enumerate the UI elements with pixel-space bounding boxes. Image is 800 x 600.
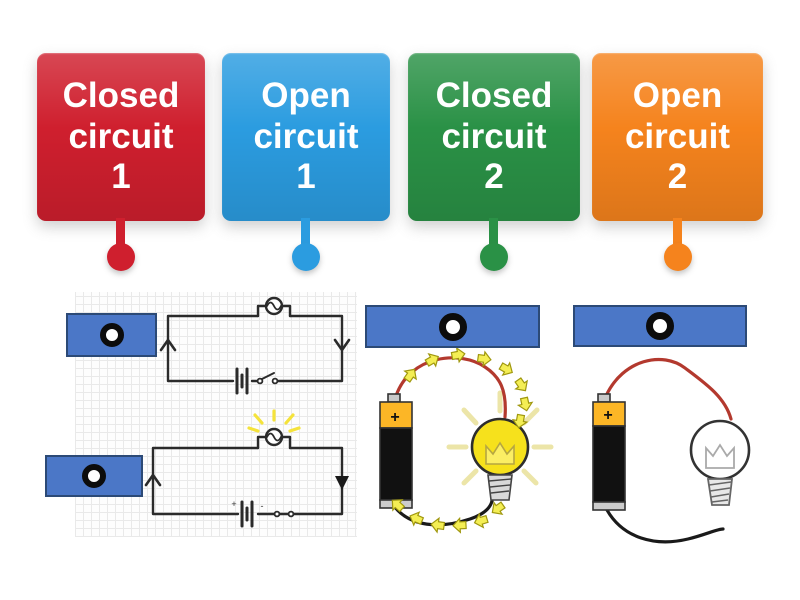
bulb-screw-base (487, 474, 513, 501)
card-label: Closed circuit 1 (62, 75, 180, 197)
battery-icon: + (592, 393, 626, 511)
battery-minus-label: - (261, 501, 264, 511)
unlit-circuit-image: + (592, 357, 751, 544)
current-arrow-down (333, 338, 351, 352)
schematic-open-circuit (159, 296, 351, 395)
bulb-mount (256, 435, 292, 450)
battery-symbol-icon (235, 367, 249, 395)
card-pin-stem (116, 218, 125, 248)
card-label: Open circuit 1 (253, 75, 359, 197)
circuit-schematic-svg: + - (144, 296, 351, 528)
bulb-glow-rays (247, 409, 301, 433)
schematic-closed-circuit: + - (144, 409, 349, 528)
drop-zone-diagram-open[interactable] (66, 313, 157, 357)
card-pin-stem (489, 218, 498, 248)
target-ring[interactable] (82, 464, 106, 488)
wire (166, 314, 344, 383)
battery-plus-label: + (390, 409, 399, 426)
black-wire (392, 499, 494, 527)
bulb-filament (705, 443, 735, 469)
lit-bulb-icon (470, 417, 530, 501)
battery-plus-label: + (603, 407, 612, 424)
drop-zone-diagram-closed[interactable] (45, 455, 143, 497)
card-label: Open circuit 2 (624, 75, 731, 197)
card-pin-head (480, 243, 508, 271)
red-wire (604, 357, 733, 421)
black-wire-disconnected (605, 508, 725, 544)
battery-symbol-icon (240, 500, 254, 528)
card-pin-head (292, 243, 320, 271)
lit-circuit-image: + (379, 346, 554, 534)
unlit-bulb-icon (689, 419, 751, 506)
card-open-circuit-2[interactable]: Open circuit 2 (592, 53, 763, 221)
bulb-mount (256, 304, 292, 318)
target-ring[interactable] (646, 312, 674, 340)
wire (151, 446, 344, 516)
bulb-glow-rays (446, 390, 554, 486)
card-open-circuit-1[interactable]: Open circuit 1 (222, 53, 390, 221)
current-arrow-up (144, 473, 162, 487)
card-closed-circuit-2[interactable]: Closed circuit 2 (408, 53, 580, 221)
card-closed-circuit-1[interactable]: Closed circuit 1 (37, 53, 205, 221)
current-arrow-down (335, 476, 349, 490)
current-arrow-up (159, 338, 177, 352)
drop-zone-photo-lit[interactable] (365, 305, 540, 348)
battery-icon: + (379, 393, 413, 509)
switch-closed-icon (273, 510, 295, 518)
target-ring[interactable] (99, 323, 124, 347)
bulb-filament (266, 432, 282, 442)
bulb-screw-base (706, 478, 734, 506)
switch-open-icon (256, 372, 279, 385)
bulb-filament (266, 301, 282, 311)
battery-plus-label: + (231, 499, 236, 509)
drop-zone-photo-unlit[interactable] (573, 305, 747, 347)
card-pin-head (107, 243, 135, 271)
card-pin-stem (673, 218, 682, 248)
card-pin-head (664, 243, 692, 271)
bulb-filament (485, 441, 515, 465)
card-pin-stem (301, 218, 310, 248)
card-label: Closed circuit 2 (435, 75, 553, 197)
target-ring[interactable] (438, 312, 467, 341)
